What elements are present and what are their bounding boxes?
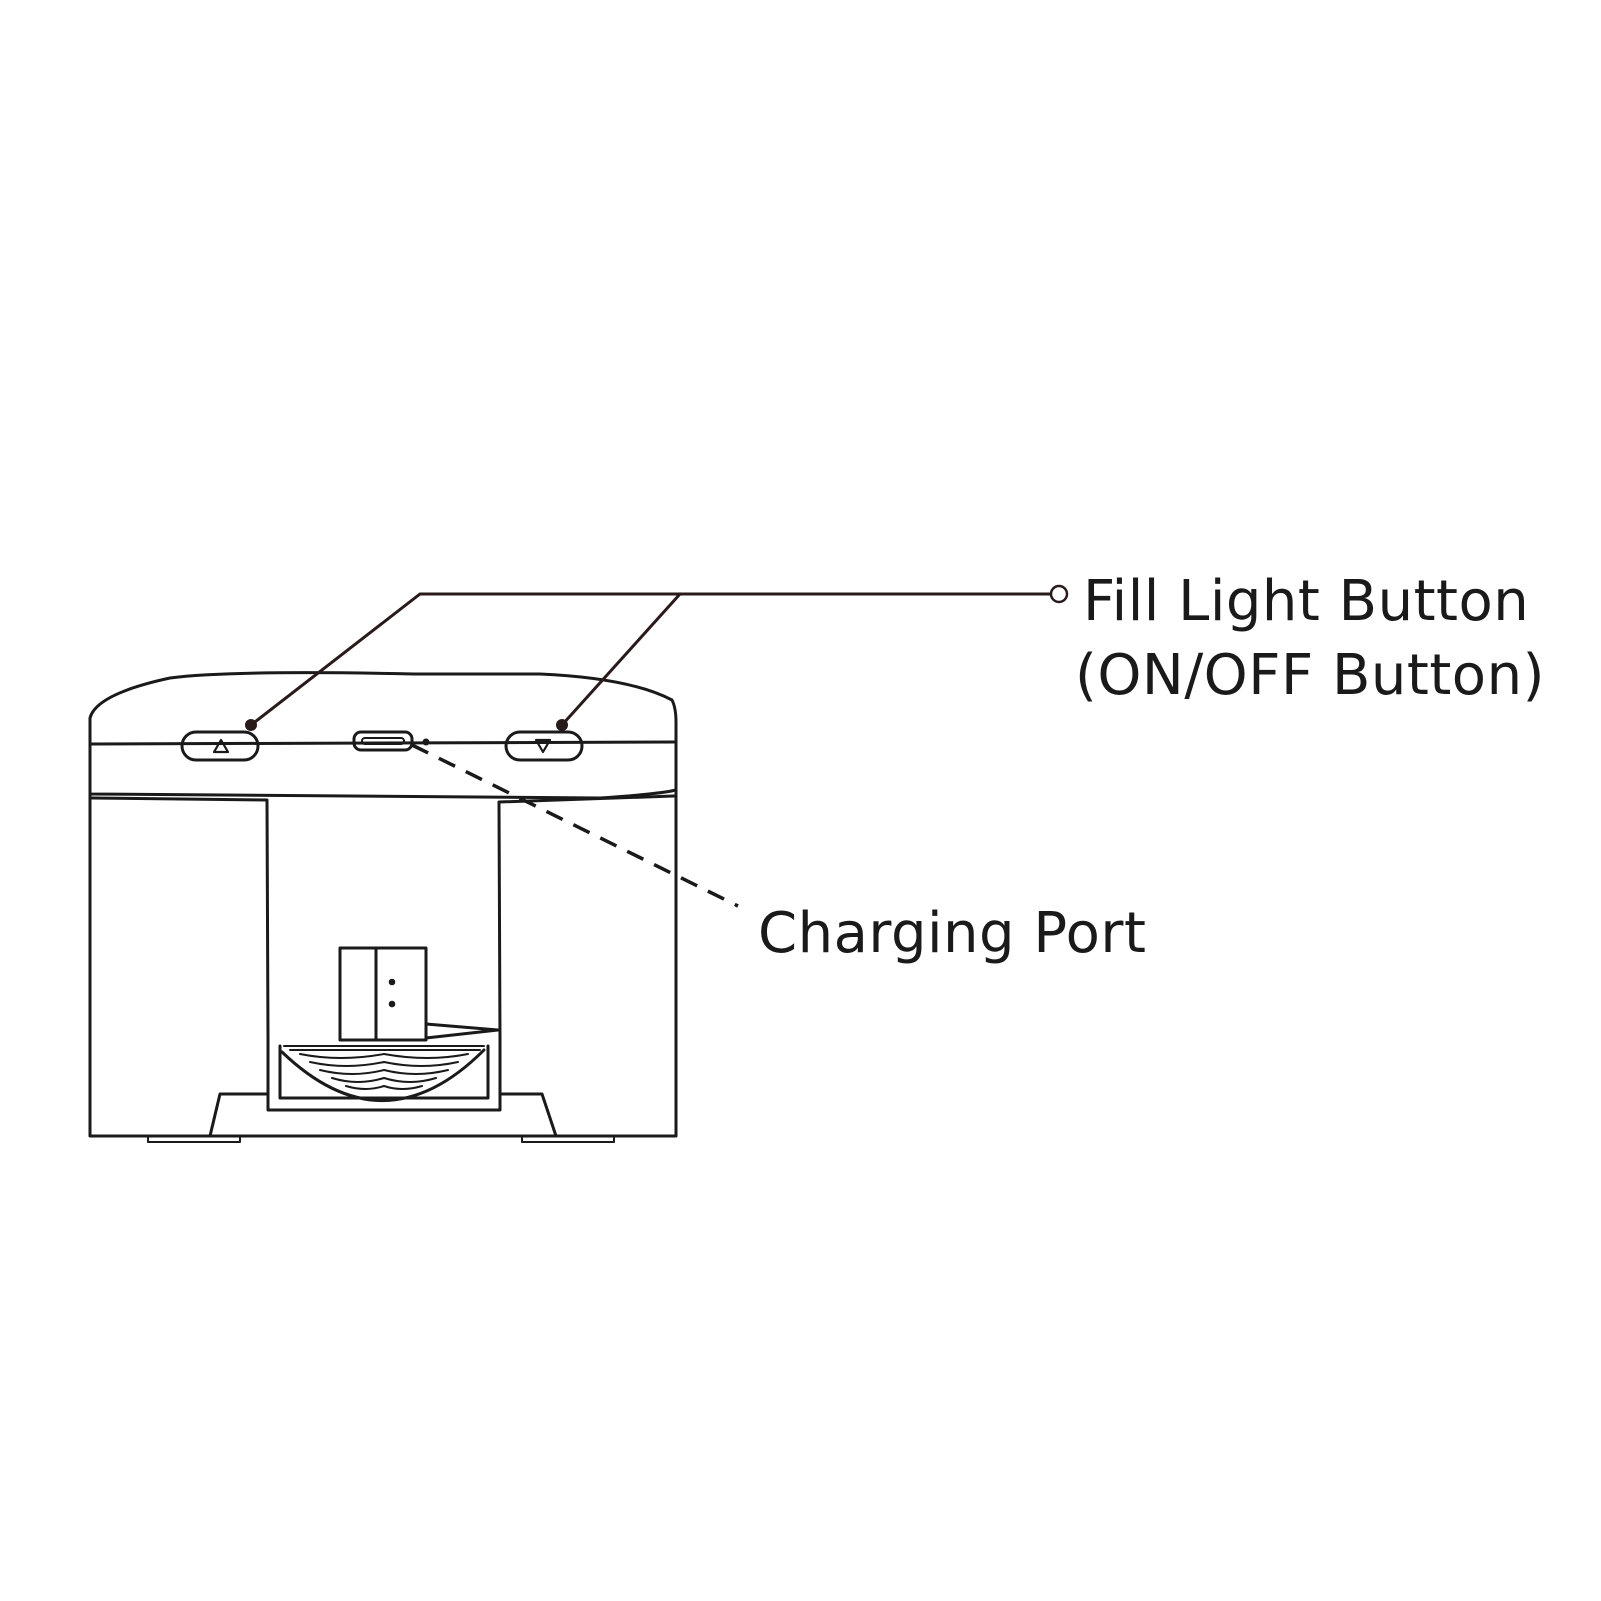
film-holder-tab <box>338 946 428 1042</box>
foot-left <box>147 1135 241 1143</box>
on-off-button-label: (ON/OFF Button) <box>1075 643 1545 708</box>
foot-right <box>521 1135 615 1143</box>
micro-usb-port-icon[interactable] <box>352 730 414 752</box>
port-indicator-dot <box>422 738 430 746</box>
film-holder-wedge <box>424 1022 500 1040</box>
roller-ribs <box>283 1045 485 1090</box>
fill-light-button-label: Fill Light Button <box>1083 569 1530 634</box>
leader-end-ring <box>1049 584 1069 604</box>
triangle-down-icon <box>534 738 552 754</box>
film-holder-dot-1 <box>388 978 396 986</box>
film-slot-cutout <box>90 794 676 1042</box>
leader-dot-down <box>556 719 568 731</box>
device-base <box>88 788 678 1138</box>
triangle-up-icon <box>212 738 230 754</box>
fill-light-down-button[interactable] <box>504 730 584 762</box>
charging-port-label: Charging Port <box>758 901 1147 966</box>
leader-dot-up <box>245 719 257 731</box>
roller-arc <box>280 1048 486 1102</box>
roller-housing <box>266 1038 502 1112</box>
charging-port-leader <box>411 743 739 908</box>
film-holder-dot-2 <box>388 1000 396 1008</box>
micro-usb-port-inner <box>361 737 405 745</box>
fill-light-leader-left <box>249 592 1052 727</box>
device-lid <box>88 671 678 800</box>
roller-inner <box>278 1044 490 1100</box>
fill-light-up-button[interactable] <box>180 730 260 762</box>
fill-light-leader-right <box>560 592 682 727</box>
stand-plinth <box>208 1092 558 1138</box>
